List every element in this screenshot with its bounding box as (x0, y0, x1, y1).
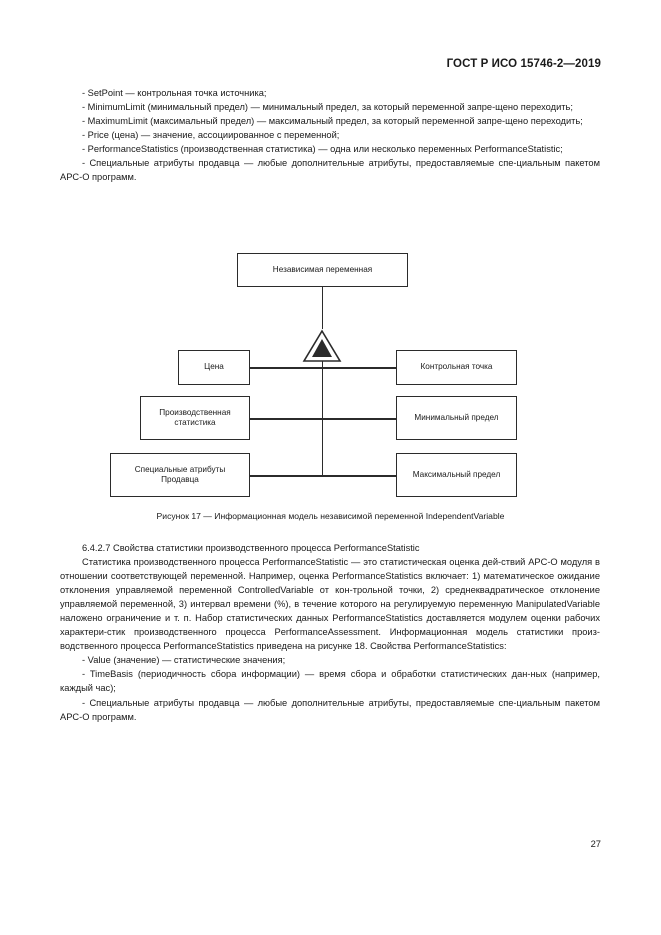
body-text-top: - SetPoint — контрольная точка источника… (60, 86, 600, 184)
uml-box-label: Контрольная точка (420, 362, 493, 372)
uml-box-label: Минимальный предел (414, 412, 499, 422)
uml-box-minimum-limit: Минимальный предел (396, 396, 517, 440)
section-heading-6-4-2-7: 6.4.2.7 Свойства статистики производстве… (82, 543, 420, 553)
paragraph-performancestatistics: - PerformanceStatistics (производственна… (82, 144, 563, 155)
figure-17-caption: Рисунок 17 — Информационная модель незав… (156, 511, 505, 521)
paragraph-performancestatistic-description: Статистика производственного процесса Pe… (60, 557, 600, 652)
connector-vertical-root (321, 287, 323, 329)
paragraph-maximumlimit: - MaximumLimit (максимальный предел) — м… (82, 116, 583, 127)
paragraph-vendor-attributes: - Специальные атрибуты продавца — любые … (60, 158, 600, 183)
uml-box-performance-statistics: Производственная статистика (140, 396, 250, 440)
page-number: 27 (590, 838, 601, 849)
paragraph-price: - Price (цена) — значение, ассоциированн… (82, 130, 340, 141)
uml-box-vendor-attributes: Специальные атрибуты Продавца (110, 453, 250, 497)
figure-17-uml-diagram: Независимая переменная Цена Контрольная … (0, 245, 661, 535)
connector-horizontal-row-1 (250, 367, 396, 369)
uml-box-label: Цена (204, 362, 224, 372)
paragraph-vendor-attributes-bottom: - Специальные атрибуты продавца — любые … (60, 697, 600, 722)
uml-box-label: Специальные атрибуты Продавца (134, 464, 226, 485)
document-header-standard-number: ГОСТ Р ИСО 15746-2—2019 (446, 58, 601, 70)
uml-box-price: Цена (178, 350, 250, 385)
paragraph-setpoint: - SetPoint — контрольная точка источника… (82, 88, 267, 98)
uml-box-label: Максимальный предел (412, 469, 501, 479)
uml-box-label: Производственная статистика (159, 407, 231, 428)
triangle-generalization-icon (302, 329, 342, 363)
uml-box-independent-variable: Независимая переменная (237, 253, 408, 287)
paragraph-timebasis: - TimeBasis (периодичность сбора информа… (60, 669, 600, 694)
connector-horizontal-row-2 (250, 418, 396, 420)
uml-box-label: Независимая переменная (272, 264, 373, 274)
connector-horizontal-row-3 (250, 475, 396, 477)
paragraph-value: - Value (значение) — статистические знач… (82, 655, 286, 666)
paragraph-minimumlimit: - MinimumLimit (минимальный предел) — ми… (82, 102, 573, 113)
uml-box-setpoint: Контрольная точка (396, 350, 517, 385)
body-text-bottom: 6.4.2.7 Свойства статистики производстве… (60, 541, 600, 724)
uml-box-maximum-limit: Максимальный предел (396, 453, 517, 497)
